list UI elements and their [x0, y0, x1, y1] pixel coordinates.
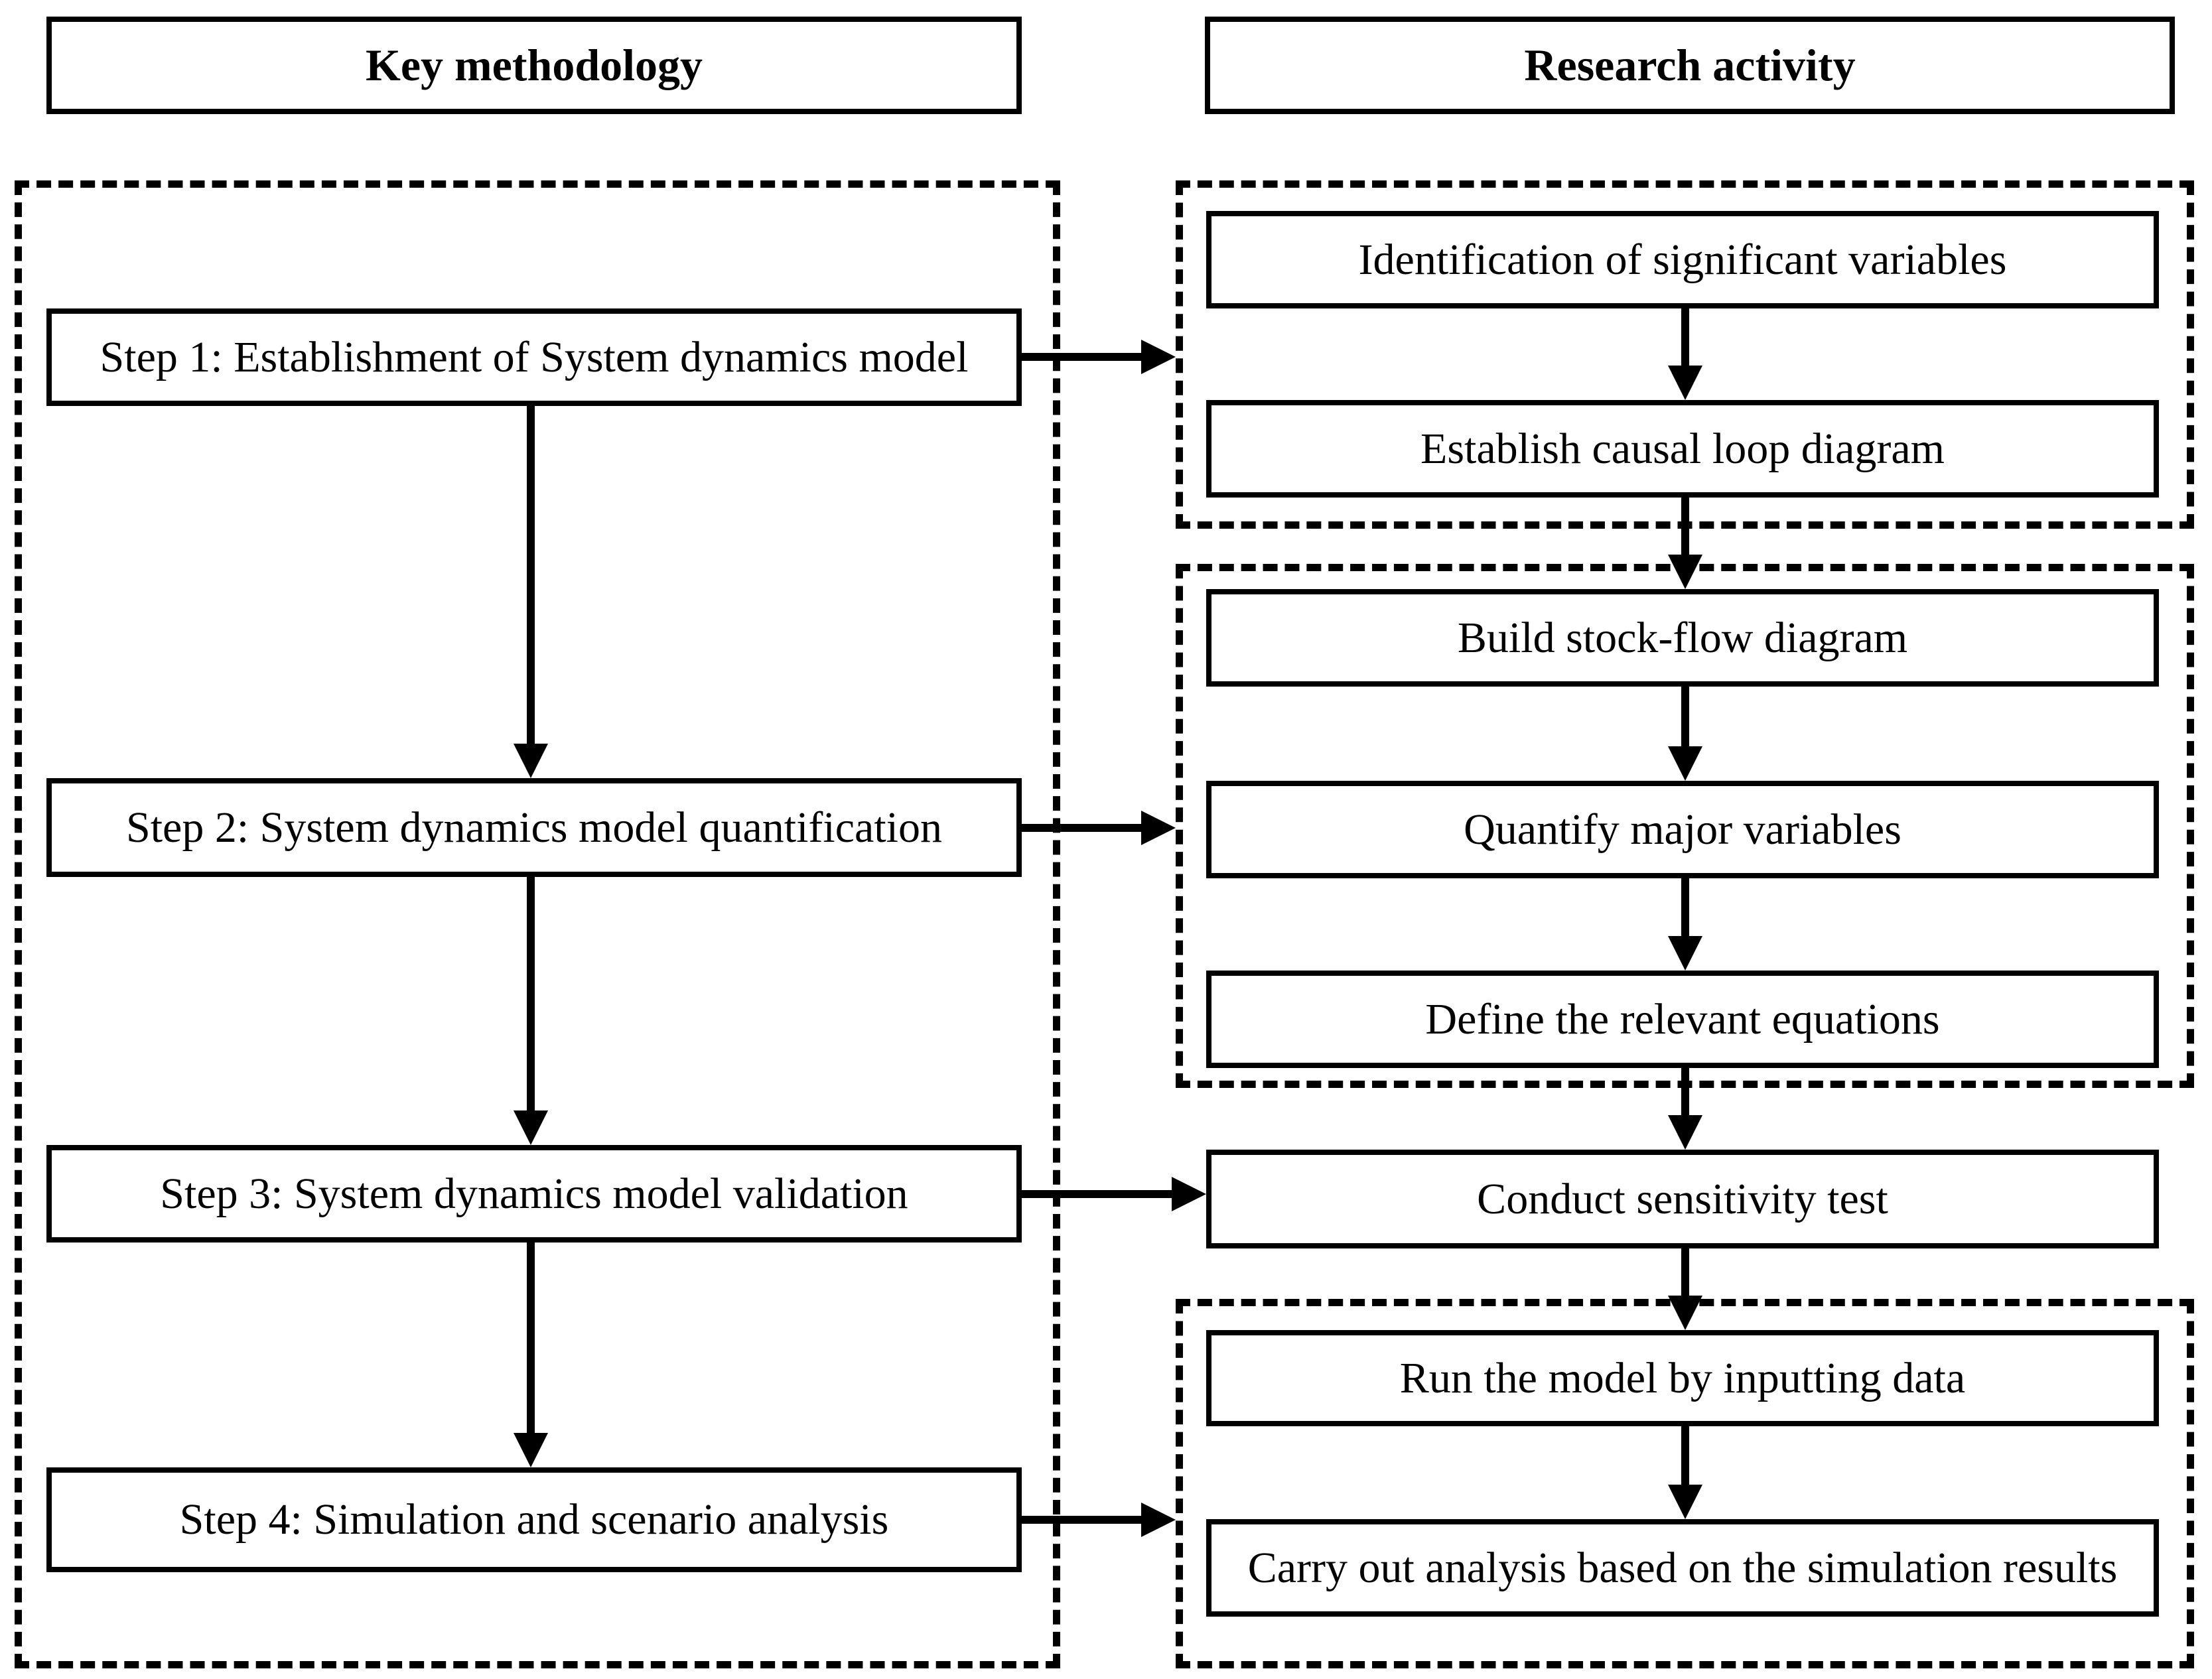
arrow-run-analysis: [1668, 1426, 1702, 1519]
arrowhead-down-icon: [514, 744, 548, 778]
arrowhead-down-icon: [514, 1110, 548, 1145]
arrow-sensitivity-run: [1668, 1248, 1702, 1330]
arrow-step2-step3: [514, 877, 548, 1145]
step-2-box: Step 2: System dynamics model quantifica…: [46, 778, 1022, 877]
arrow-shaft: [527, 406, 535, 750]
arrow-shaft: [1022, 1190, 1178, 1198]
step-1-box: Step 1: Establishment of System dynamics…: [46, 308, 1022, 406]
arrow-shaft: [1681, 1248, 1689, 1302]
arrowhead-down-icon: [1668, 366, 1702, 400]
arrow-step4-to-group3: [1022, 1503, 1176, 1537]
arrow-identification-causal: [1668, 307, 1702, 400]
methodology-dashed-container: [15, 180, 1060, 1668]
step-4-box: Step 4: Simulation and scenario analysis: [46, 1467, 1022, 1572]
arrow-step3-to-sensitivity-test: [1022, 1177, 1206, 1211]
run-model-box: Run the model by inputting data: [1206, 1330, 2159, 1426]
arrow-shaft: [527, 1242, 535, 1440]
arrow-shaft: [1681, 1068, 1689, 1122]
arrowhead-down-icon: [1668, 1115, 1702, 1150]
arrow-shaft: [1681, 1426, 1689, 1491]
relevant-equations-box: Define the relevant equations: [1206, 971, 2159, 1068]
simulation-results-analysis-box: Carry out analysis based on the simulati…: [1206, 1519, 2159, 1617]
arrow-equations-sensitivity: [1668, 1068, 1702, 1150]
sensitivity-test-box: Conduct sensitivity test: [1206, 1150, 2159, 1248]
research-activity-header: Research activity: [1205, 17, 2175, 114]
arrow-step1-to-group1: [1022, 340, 1176, 374]
arrow-shaft: [1681, 687, 1689, 753]
arrow-shaft: [1022, 824, 1148, 832]
arrow-shaft: [1022, 1516, 1148, 1524]
arrow-shaft: [527, 877, 535, 1117]
arrowhead-down-icon: [1668, 555, 1702, 589]
causal-loop-diagram-box: Establish causal loop diagram: [1206, 400, 2159, 498]
arrowhead-down-icon: [1668, 936, 1702, 971]
arrowhead-right-icon: [1141, 811, 1176, 845]
arrowhead-down-icon: [1668, 1485, 1702, 1519]
arrowhead-down-icon: [1668, 1296, 1702, 1330]
arrow-causal-stockflow: [1668, 498, 1702, 589]
arrow-stockflow-quantify: [1668, 687, 1702, 781]
arrowhead-right-icon: [1141, 340, 1176, 374]
identification-variables-box: Identification of significant variables: [1206, 211, 2159, 308]
arrowhead-down-icon: [514, 1433, 548, 1467]
arrow-step3-step4: [514, 1242, 548, 1467]
arrow-shaft: [1022, 353, 1148, 361]
step-3-box: Step 3: System dynamics model validation: [46, 1145, 1022, 1242]
arrow-step1-step2: [514, 406, 548, 778]
arrowhead-right-icon: [1141, 1503, 1176, 1537]
arrowhead-down-icon: [1668, 746, 1702, 781]
quantify-variables-box: Quantify major variables: [1206, 781, 2159, 878]
arrow-shaft: [1681, 878, 1689, 943]
arrow-shaft: [1681, 307, 1689, 372]
arrow-step2-to-group2: [1022, 811, 1176, 845]
stock-flow-diagram-box: Build stock-flow diagram: [1206, 589, 2159, 687]
arrow-shaft: [1681, 498, 1689, 561]
arrow-quantify-equations: [1668, 878, 1702, 971]
arrowhead-right-icon: [1172, 1177, 1206, 1211]
key-methodology-header: Key methodology: [46, 17, 1022, 114]
